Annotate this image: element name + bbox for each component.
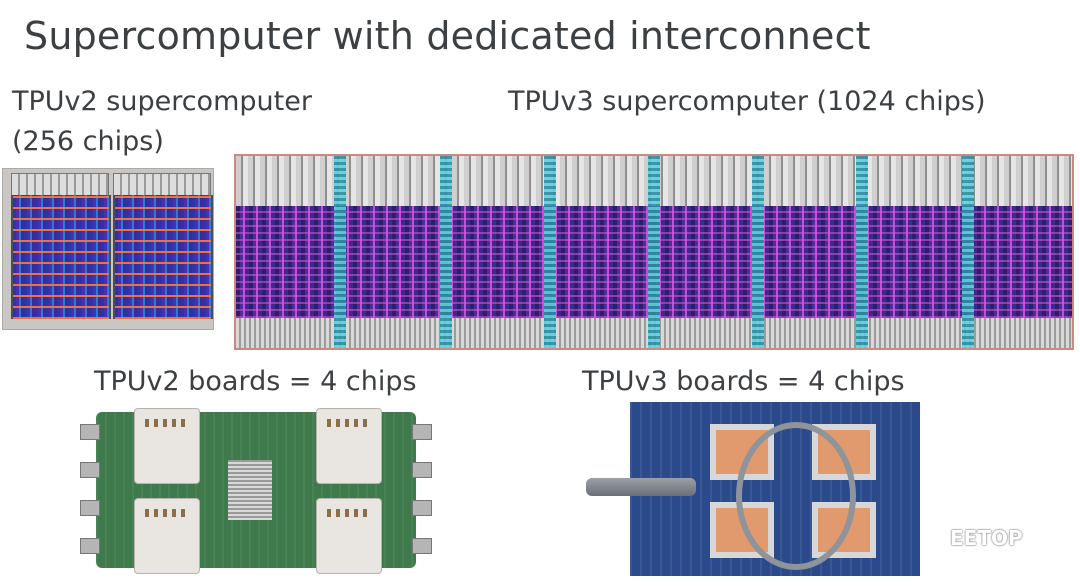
tpuv3-supercomputer-label: TPUv3 supercomputer (1024 chips): [508, 86, 986, 117]
rack-interconnect: [334, 156, 346, 348]
port: [80, 500, 100, 516]
chip-heatsink: [134, 498, 200, 574]
tpuv3-board-photo: [586, 400, 932, 578]
rack-interconnect: [544, 156, 556, 348]
rack-interconnect: [962, 156, 974, 348]
chip-heatsink: [316, 498, 382, 574]
wechat-icon: [920, 530, 946, 550]
tpuv2-supercomputer-label-line1: TPUv2 supercomputer: [12, 86, 312, 117]
rack-top-right: [113, 173, 211, 197]
tpuv2-supercomputer-label-line2: (256 chips): [12, 126, 164, 157]
port: [412, 538, 432, 554]
rack-left: [11, 195, 111, 319]
rack-interconnect: [648, 156, 660, 348]
rack-interconnect: [856, 156, 868, 348]
chip-heatsink: [134, 408, 200, 484]
watermark-text: EETOP: [950, 526, 1023, 550]
port: [412, 462, 432, 478]
tpuv3-boards-label: TPUv3 boards = 4 chips: [582, 366, 905, 397]
port: [80, 424, 100, 440]
tpuv3-supercomputer-photo: [234, 154, 1074, 350]
port: [80, 462, 100, 478]
tpuv2-boards-label: TPUv2 boards = 4 chips: [94, 366, 417, 397]
tpuv2-supercomputer-photo: [2, 168, 214, 330]
rack-top-left: [11, 173, 109, 197]
tpuv2-supercomputer-label: TPUv2 supercomputer (256 chips): [12, 82, 312, 162]
rack-right: [113, 195, 213, 319]
port: [412, 500, 432, 516]
rack-interconnect: [752, 156, 764, 348]
rack-interconnect: [440, 156, 452, 348]
chip-heatsink: [316, 408, 382, 484]
watermark: EETOP: [920, 526, 1023, 550]
tpuv2-board-photo: [76, 402, 436, 578]
cooling-pipe: [736, 422, 856, 570]
center-heatsink-fins: [228, 460, 272, 520]
port: [412, 424, 432, 440]
slide-title: Supercomputer with dedicated interconnec…: [24, 14, 871, 58]
port: [80, 538, 100, 554]
cable-bundle: [586, 478, 696, 496]
